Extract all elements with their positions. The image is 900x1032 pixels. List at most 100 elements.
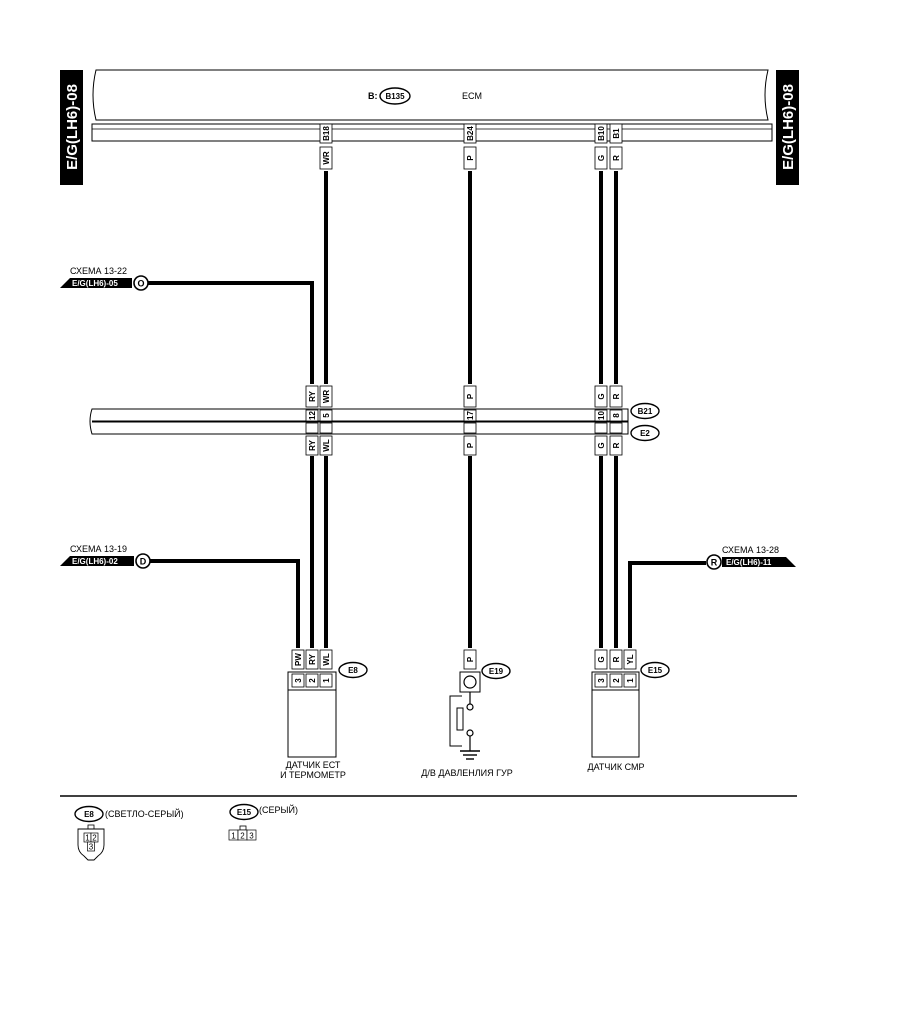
svg-text:P: P: [466, 442, 475, 448]
e15-pin-1: YL 1: [623, 649, 637, 688]
junction-pin-12: RY 12 RY: [305, 385, 319, 456]
svg-text:G: G: [597, 656, 606, 662]
svg-text:R: R: [612, 155, 621, 161]
svg-text:B24: B24: [466, 126, 475, 141]
svg-text:G: G: [597, 155, 606, 161]
legend-e8-id: E8: [84, 810, 94, 819]
svg-text:8: 8: [612, 413, 621, 418]
wire-ry-upper: [148, 281, 314, 384]
e19-wire-color: P: [466, 656, 475, 662]
junction-badge-b21: B21: [630, 402, 660, 420]
e15-label: ДАТЧИК СМР: [587, 762, 644, 772]
svg-text:12: 12: [308, 411, 317, 420]
svg-text:E19: E19: [489, 667, 504, 676]
left-side-tag: E/G(LH6)-08: [60, 70, 83, 185]
legend-e15-id: E15: [237, 808, 252, 817]
svg-text:RY: RY: [308, 390, 317, 401]
left-side-tag-label: E/G(LH6)-08: [64, 84, 81, 170]
e19-label: Д/В ДАВЛЕНЛИЯ ГУР: [421, 768, 512, 778]
ecm-connector-badge: B135: [379, 87, 411, 105]
e19-badge: E19: [481, 662, 511, 680]
svg-text:B21: B21: [638, 407, 653, 416]
junction-pin-8: R 8 R: [609, 385, 623, 456]
legend-e8-connector-icon: 1 2 3: [77, 824, 105, 861]
svg-text:B18: B18: [322, 126, 331, 141]
svg-text:E8: E8: [348, 666, 358, 675]
e8-pin-3: PW 3: [291, 649, 305, 688]
e15-badge: E15: [640, 661, 670, 679]
e8-pin-2: RY 2: [305, 649, 319, 688]
ref-13-22-title: СХЕМА 13-22: [70, 266, 127, 276]
svg-text:P: P: [466, 155, 475, 161]
junction-badge-e2: E2: [630, 424, 660, 442]
svg-text:B1: B1: [612, 128, 621, 139]
svg-text:3: 3: [294, 678, 303, 683]
svg-text:2: 2: [308, 678, 317, 683]
e15-connector: G 3 R 2 YL 1 E15 ДАТЧИК СМР: [587, 649, 670, 772]
svg-text:3: 3: [597, 678, 606, 683]
svg-text:YL: YL: [626, 654, 635, 664]
ref-13-22-tag: E/G(LH6)-05: [72, 279, 118, 288]
svg-text:G: G: [597, 442, 606, 448]
e15-pin-3: G 3: [594, 649, 608, 688]
ecm-label: ECM: [462, 91, 482, 101]
e8-pin-1: WL 1: [319, 649, 333, 688]
svg-text:G: G: [597, 393, 606, 399]
svg-text:2: 2: [92, 834, 97, 843]
ecm-pin-b18: B18 WR: [319, 123, 333, 170]
e8-label-line1: ДАТЧИК ЕСТ: [286, 760, 341, 770]
ecm-pin-b10: B10 G: [594, 123, 608, 170]
svg-text:E2: E2: [640, 429, 650, 438]
right-side-tag-label: E/G(LH6)-08: [780, 84, 797, 170]
svg-text:WR: WR: [322, 151, 331, 165]
junction-pin-10: G 10 G: [594, 385, 608, 456]
svg-text:1: 1: [626, 678, 635, 683]
wire-pw: [150, 559, 300, 648]
junction-connector: RY 12 RY WR 5 WL P 17 P: [89, 385, 660, 456]
svg-text:WR: WR: [322, 390, 331, 404]
svg-text:RY: RY: [308, 439, 317, 450]
svg-text:WL: WL: [322, 653, 331, 666]
legend-e15-desc: (СЕРЫЙ): [259, 804, 298, 815]
svg-text:10: 10: [597, 411, 606, 420]
svg-text:R: R: [612, 442, 621, 448]
svg-text:17: 17: [466, 411, 475, 420]
ref-13-28: СХЕМА 13-28 R E/G(LH6)-11: [706, 545, 796, 570]
ecm-pin-b1: B1 R: [609, 123, 623, 170]
ref-13-22: СХЕМА 13-22 E/G(LH6)-05 O: [60, 266, 149, 291]
ref-13-19-tag: E/G(LH6)-02: [72, 557, 118, 566]
svg-text:R: R: [612, 393, 621, 399]
svg-text:3: 3: [249, 832, 254, 841]
ecm-unit: B: B135 ECM: [91, 69, 773, 142]
junction-pin-17: P 17 P: [463, 385, 477, 456]
ref-13-19-title: СХЕМА 13-19: [70, 544, 127, 554]
svg-text:E15: E15: [648, 666, 663, 675]
svg-text:5: 5: [322, 413, 331, 418]
svg-text:B10: B10: [597, 126, 606, 141]
ref-13-22-letter: O: [137, 279, 144, 289]
ref-13-28-tag: E/G(LH6)-11: [726, 558, 772, 567]
legend-e8: E8 (СВЕТЛО-СЕРЫЙ) 1 2 3: [74, 805, 184, 861]
svg-text:1: 1: [85, 834, 90, 843]
e8-connector: PW 3 RY 2 WL 1 E8 ДАТЧИК ЕСТ И ТЕРМОМЕТР: [280, 649, 368, 780]
svg-text:2: 2: [612, 678, 621, 683]
e19-switch: P E19 Д/В ДАВЛЕНЛИЯ ГУР: [421, 649, 513, 778]
ecm-pin-b24: B24 P: [463, 123, 477, 170]
ref-13-28-letter: R: [711, 558, 718, 568]
wires: [148, 171, 706, 648]
svg-text:P: P: [466, 393, 475, 399]
svg-text:1: 1: [231, 832, 236, 841]
svg-text:R: R: [612, 656, 621, 662]
junction-pin-5: WR 5 WL: [319, 385, 333, 456]
legend-e15-connector-icon: 1 2 3: [228, 825, 257, 841]
svg-text:1: 1: [322, 678, 331, 683]
wire-yl: [628, 561, 706, 648]
legend-e15: E15 (СЕРЫЙ) 1 2 3: [228, 803, 298, 841]
ref-13-19: СХЕМА 13-19 E/G(LH6)-02 D: [60, 544, 151, 569]
svg-text:2: 2: [240, 832, 245, 841]
ref-13-19-letter: D: [140, 557, 147, 567]
e8-label-line2: И ТЕРМОМЕТР: [280, 770, 346, 780]
ecm-connector-id: B135: [385, 92, 405, 101]
svg-text:3: 3: [89, 843, 94, 852]
